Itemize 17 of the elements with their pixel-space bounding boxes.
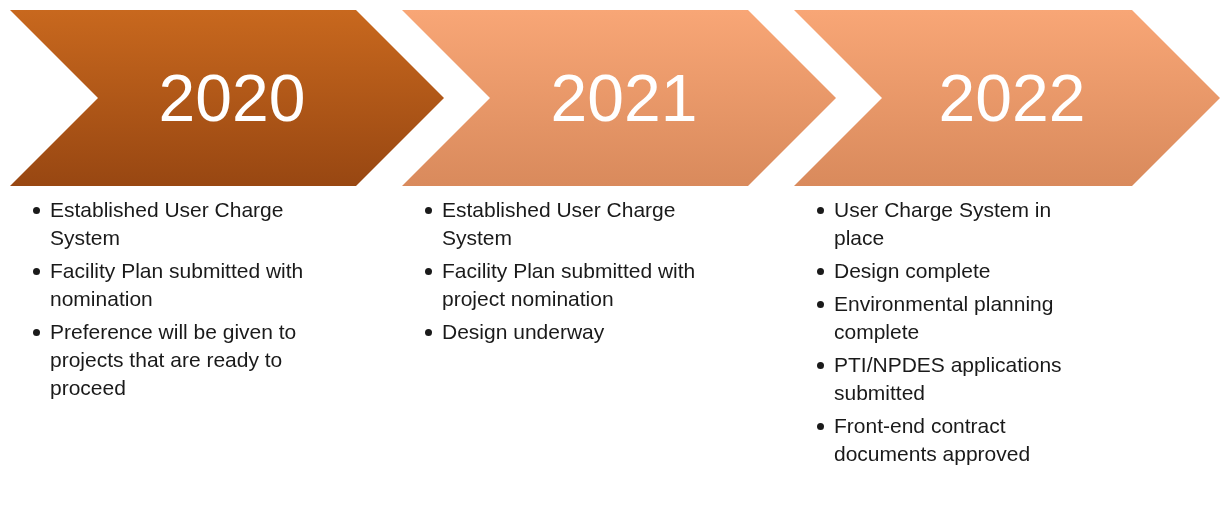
bullet-text: Design complete (814, 257, 1098, 285)
chevron-banner (794, 10, 1220, 186)
bullet-text: Preference will be given to projects that are ready to proceed (30, 318, 314, 402)
year-label: 2022 (937, 65, 1086, 131)
bullet-text: Established User Charge System (422, 196, 706, 252)
chevron-banner (402, 10, 836, 186)
bullet-text: Design underway (422, 318, 706, 346)
bullet-text: Facility Plan submitted with project nomination (422, 257, 706, 313)
bullet-text: Front-end contract documents approved (814, 412, 1098, 468)
year-label: 2021 (549, 65, 698, 131)
year-label: 2020 (157, 65, 306, 131)
bullet-text: Facility Plan submitted with nomination (30, 257, 314, 313)
bullet-text: Environmental planning complete (814, 290, 1098, 346)
bullet-text: User Charge System in place (814, 196, 1098, 252)
chevron-banner (10, 10, 444, 186)
bullet-text: PTI/NPDES applications submitted (814, 351, 1098, 407)
bullet-text: Established User Charge System (30, 196, 314, 252)
